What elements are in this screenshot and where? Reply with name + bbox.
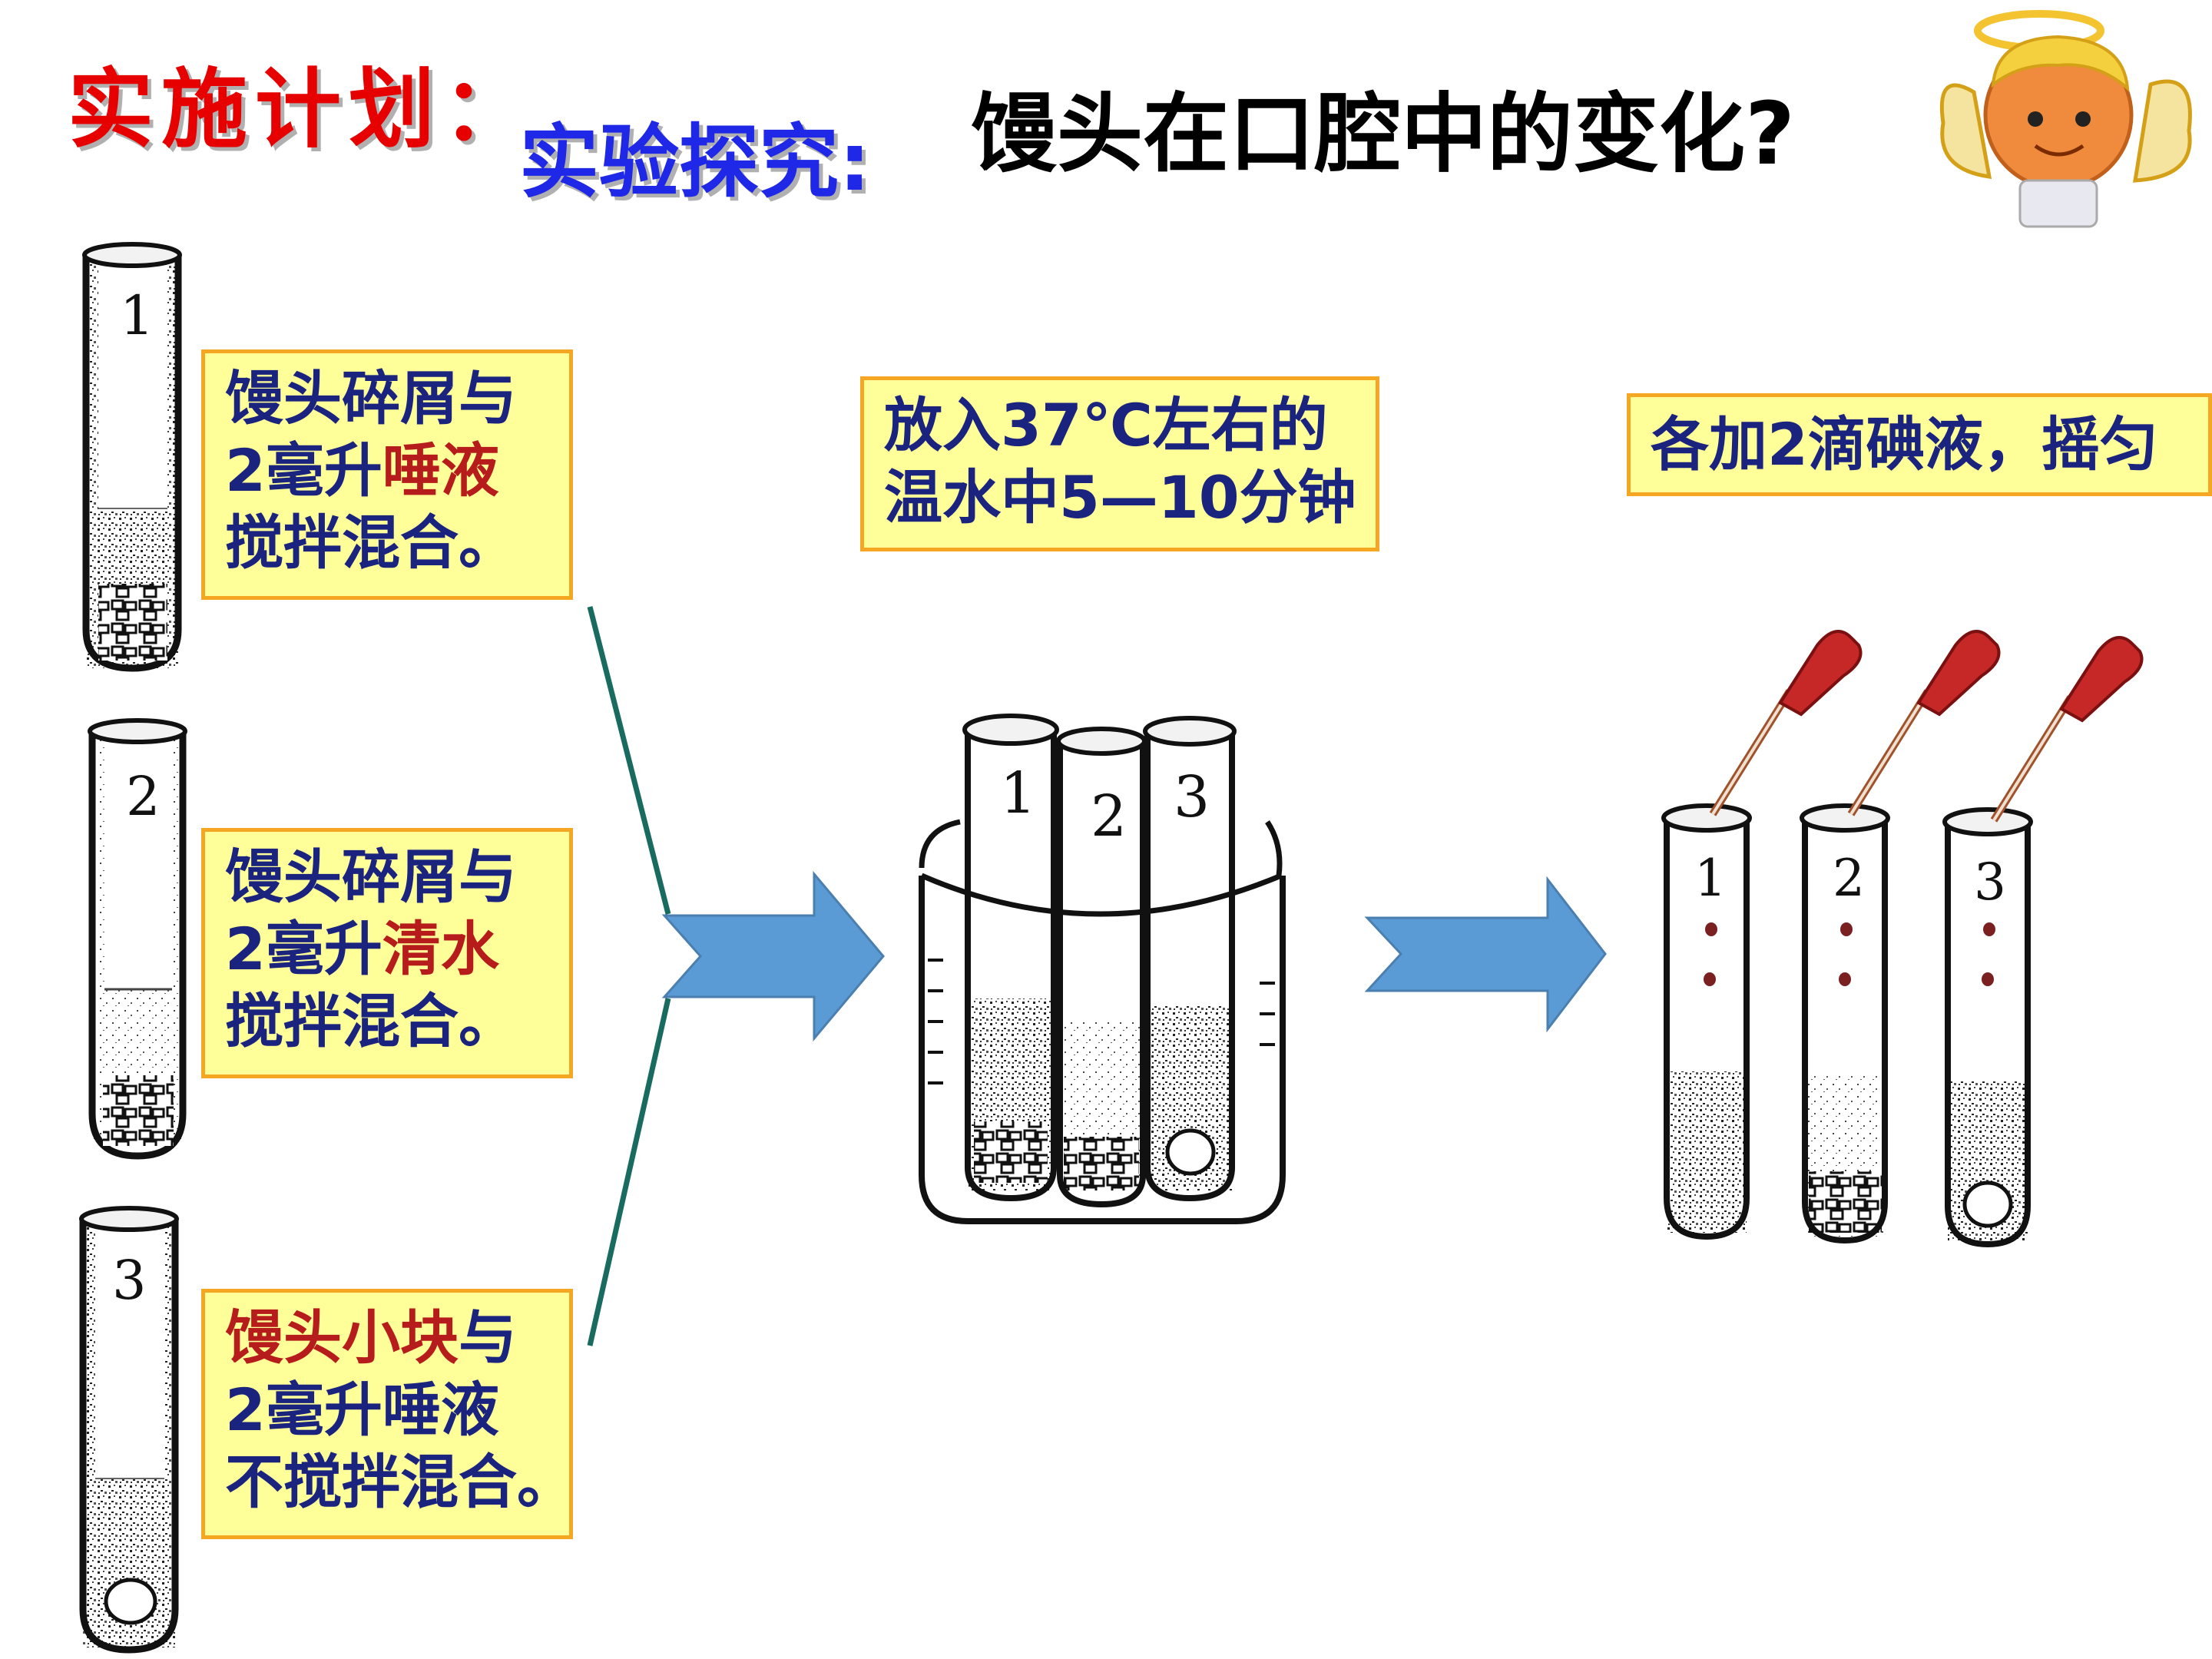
left-tube-2 [88,718,187,1160]
right-tube-2 [1800,803,1890,1244]
left-tube-1 [82,242,182,672]
note-1-line-2a: 2毫升 [225,436,382,505]
right-tube-3 [1942,807,2033,1248]
note-3-line-3: 不搅拌混合。 [225,1448,575,1516]
dropper-3 [1990,636,2144,823]
note-3-line-1b: 与 [459,1303,517,1372]
note-water-line-2: 温水中5—10分钟 [884,463,1356,531]
tube-2-number: 2 [126,765,161,828]
note-water-line-1: 放入37℃左右的 [884,391,1328,459]
note-tube-3: 馒头小块与 2毫升唾液 不搅拌混合。 [201,1289,575,1539]
plan-title: 实施计划： [68,60,536,160]
right-tube-2-number: 2 [1833,849,1865,908]
left-tube-3 [79,1206,179,1654]
arrow-2 [1364,876,1607,1033]
dropper-2 [1847,630,2001,816]
arrow-1 [661,870,885,1042]
note-2-water: 清水 [382,915,499,983]
note-3-chunks: 馒头小块 [225,1303,459,1372]
note-2-line-1: 馒头碎屑与 [225,843,517,911]
note-1-line-3: 搅拌混合。 [225,508,517,577]
note-2-line-2a: 2毫升 [225,915,382,983]
connector-lines [587,606,671,1346]
explore-title: 实验探究: [519,115,871,209]
note-3-line-2: 2毫升唾液 [225,1376,499,1444]
beaker-tube-2-number: 2 [1091,783,1128,849]
note-tube-1: 馒头碎屑与 2毫升唾液 搅拌混合。 [201,349,573,600]
tube-3-number: 3 [112,1249,147,1312]
note-1-line-1: 馒头碎屑与 [225,364,517,432]
beaker-tube-3-number: 3 [1174,764,1210,830]
tube-1-number: 1 [120,284,154,347]
right-tube-1 [1661,803,1752,1240]
dropper-1 [1709,630,1863,816]
note-iodine: 各加2滴碘液，摇匀 [1627,393,2212,496]
angel-mascot-icon [1939,10,2192,228]
note-tube-2: 馒头碎屑与 2毫升清水 搅拌混合。 [201,828,573,1078]
note-warm-water: 放入37℃左右的 温水中5—10分钟 [860,376,1379,551]
right-tube-1-number: 1 [1694,849,1727,908]
question-title: 馒头在口腔中的变化? [971,84,1795,184]
beaker [919,714,1286,1224]
note-1-saliva: 唾液 [382,436,499,505]
note-2-line-3: 搅拌混合。 [225,987,517,1055]
note-iodine-line-1: 各加2滴碘液，摇匀 [1651,410,2158,478]
beaker-tube-1-number: 1 [1000,760,1037,826]
right-tube-3-number: 3 [1974,853,2006,912]
